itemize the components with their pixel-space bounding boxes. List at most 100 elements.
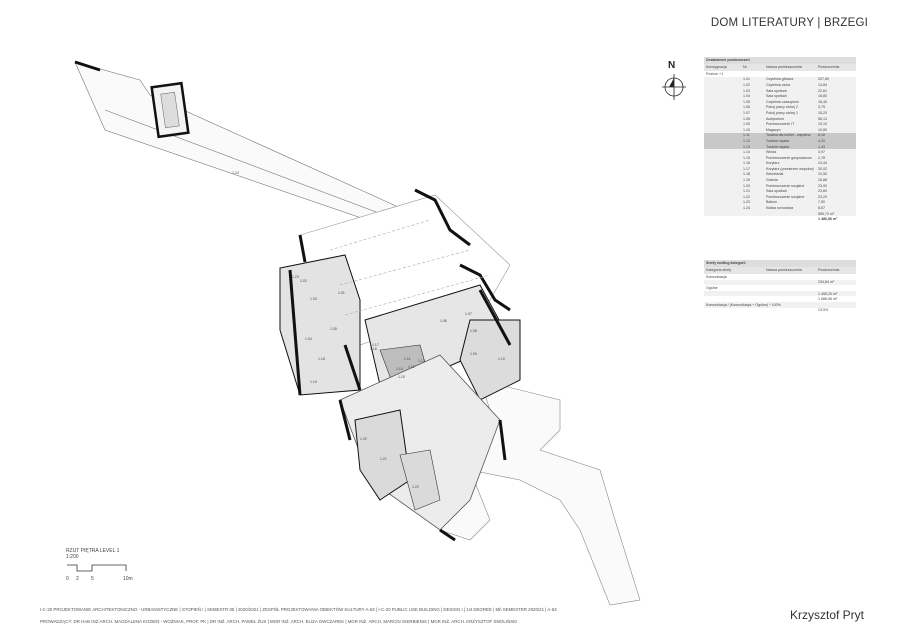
plan-label: 1.11	[404, 357, 411, 361]
room-number: 1.05	[743, 99, 750, 104]
room-name: Sala spotkań	[766, 94, 787, 99]
room-name: Pomieszczenie gospodarcze	[766, 155, 812, 160]
room-area: 10,80	[818, 127, 827, 132]
room-area: 16,88	[818, 178, 827, 183]
room-area: 23,90	[818, 183, 827, 188]
plan-label: 1.19	[310, 380, 317, 384]
total-row: 1 486,56 m²	[704, 216, 856, 223]
plan-label: 1.05	[330, 327, 337, 331]
room-number: 1.23	[743, 200, 750, 205]
plan-label: 1.09	[470, 352, 477, 356]
author-name: Krzysztof Pryt	[789, 608, 864, 622]
room-name: Winda	[766, 150, 777, 155]
room-area: 23,29	[818, 194, 827, 199]
room-name: Sala spotkań	[766, 189, 787, 194]
plan-label: 1.18	[318, 357, 325, 361]
zones-table-header: Kategoria strefy Nazwa pomieszczenia Pow…	[704, 267, 856, 274]
room-number: 1.01	[743, 77, 750, 82]
room-number: 1.12	[743, 138, 750, 143]
room-area: 23,60	[818, 189, 827, 194]
sheet-title: DOM LITERATURY | BRZEGI	[710, 17, 868, 29]
col-header: Kategoria strefy	[706, 268, 732, 272]
plan-label: 1.06	[440, 319, 447, 323]
col-header: Nazwa pomieszczenia	[766, 268, 802, 272]
room-name: Sala spotkań	[766, 88, 787, 93]
zone-row: Komunikacja	[704, 274, 856, 280]
room-number: 1.16	[743, 161, 750, 166]
plan-label: 1.10	[498, 357, 505, 361]
compass-icon	[662, 74, 686, 100]
col-header: Nr	[743, 65, 747, 69]
plan-label: 1.17	[372, 343, 379, 347]
room-area: 8,57	[818, 206, 825, 211]
room-area: 3,75	[818, 105, 825, 110]
room-area: 22,61	[818, 88, 827, 93]
room-name: Magazyn	[766, 127, 781, 132]
scale-tick: 10m	[123, 576, 133, 582]
plan-label: 1.20	[360, 437, 367, 441]
room-number: 1.20	[743, 183, 750, 188]
plan-label: 1.15	[398, 375, 405, 379]
room-number: 1.14	[743, 150, 750, 155]
room-number: 1.09	[743, 122, 750, 127]
room-number: 1.07	[743, 110, 750, 115]
room-number: 1.03	[743, 88, 750, 93]
room-area: 15,20	[818, 110, 827, 115]
room-row: 1.22 Pomieszczenie socjalne 23,29	[704, 194, 856, 200]
room-name: Toaleta męska	[766, 144, 790, 149]
scale-ratio: 1:200	[66, 554, 79, 560]
room-number: 1.06	[743, 105, 750, 110]
room-row: 1.21 Sala spotkań 23,60	[704, 188, 856, 195]
scale-tick: 0	[66, 576, 69, 582]
zone-row: 234,84 m²	[704, 279, 856, 286]
room-area: 10,10	[818, 122, 827, 127]
plan-label: 1.07	[465, 312, 472, 316]
rooms-table-title: Zestawienie pomieszczeń	[704, 57, 856, 64]
room-area: 4,20	[818, 138, 825, 143]
room-number: 1.15	[743, 155, 750, 160]
room-number: 1.10	[743, 127, 750, 132]
col-header: Kondygnacja	[706, 65, 727, 69]
room-name: Toaleta męska	[766, 138, 790, 143]
room-area: 10,50	[818, 172, 827, 177]
total: 1 486,56 m²	[818, 217, 838, 222]
room-number: 1.22	[743, 194, 750, 199]
room-name: Czytelnia cicha	[766, 82, 791, 87]
building-main	[279, 188, 521, 542]
room-number: 1.13	[743, 144, 750, 149]
plan-label: 1.23	[292, 275, 299, 279]
zone-area: 234,84 m²	[818, 280, 835, 285]
room-row: 1.10 Magazyn 10,80	[704, 126, 856, 133]
room-name: Pomieszczenie socjalne	[766, 194, 805, 199]
room-number: 1.21	[743, 189, 750, 194]
level-row: Poziom +1	[704, 71, 856, 77]
room-area: 207,89	[818, 77, 829, 82]
plan-label: 1.16	[370, 347, 377, 351]
room-name: Galeria	[766, 178, 778, 183]
plan-label: 1.12	[408, 365, 415, 369]
scale-label: RZUT PIĘTRA LEVEL 1	[66, 548, 120, 554]
room-area: 16,40	[818, 99, 827, 104]
room-row: 1.07 Pokój pracy cichej 1 15,20	[704, 110, 856, 116]
room-row: 1.12 Toaleta męska 4,20	[704, 138, 856, 144]
zone-row: 13,9%	[704, 307, 856, 314]
room-name: Pokój pracy cichej 1	[766, 110, 798, 115]
plan-label: 1.22	[412, 485, 419, 489]
plan-label: 1.24	[232, 171, 239, 175]
room-area: 14,84	[818, 82, 827, 87]
plan-label: 1.14	[396, 367, 403, 371]
room-name: Audytorium	[766, 116, 785, 121]
room-area: 6,18	[818, 133, 825, 138]
col-header: Powierzchnia	[818, 65, 840, 69]
plan-label: 1.04	[305, 337, 312, 341]
